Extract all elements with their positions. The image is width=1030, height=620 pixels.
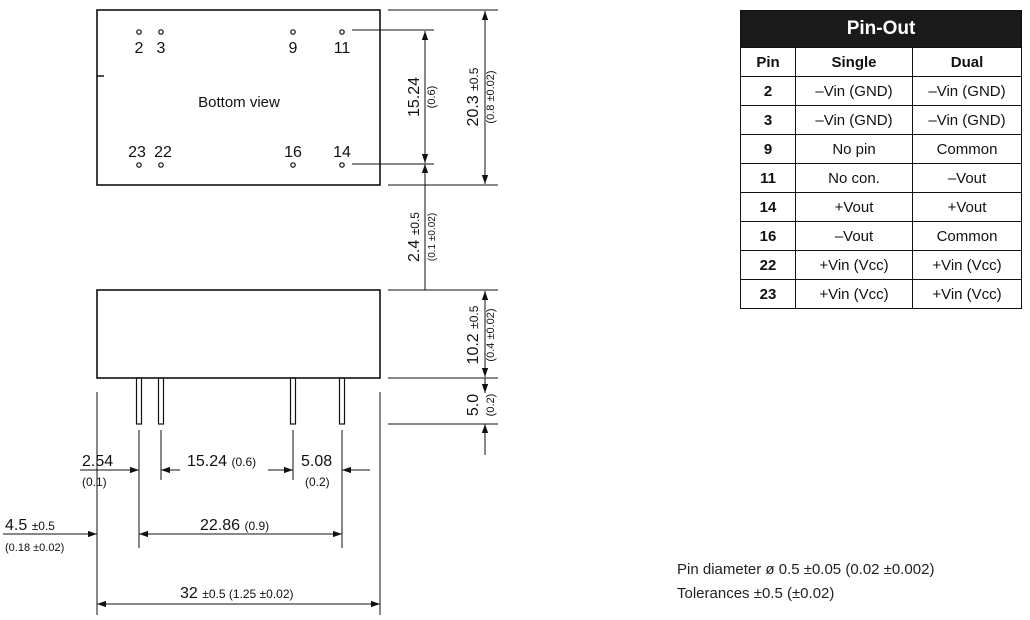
pin-hole: [136, 162, 142, 168]
pin-diameter-note: Pin diameter ø 0.5 ±0.05 (0.02 ±0.002): [677, 561, 935, 578]
single-cell: –Vin (GND): [795, 76, 913, 106]
pin-hole: [290, 29, 296, 35]
dim-value: 10.2 ±0.5: [465, 305, 482, 364]
dim-inch: (0.8 ±0.02): [485, 70, 497, 123]
dim-inch: (0.1): [82, 475, 107, 489]
dim-inch: (0.2): [485, 394, 497, 417]
pin-cell: 22: [740, 250, 796, 280]
dim-value: 20.3 ±0.5: [465, 67, 482, 126]
pin-hole: [158, 29, 164, 35]
pinout-table: Pin-Out Pin Single Dual 2–Vin (GND)–Vin …: [740, 10, 1022, 309]
pin-cell: 14: [740, 192, 796, 222]
dim-value: 2.54: [82, 453, 113, 470]
pin-cell: 3: [740, 105, 796, 135]
dim-inch: (0.4 ±0.02): [485, 308, 497, 361]
col-header-single: Single: [795, 47, 913, 77]
pin-lead: [157, 377, 165, 425]
pin-label: 22: [154, 144, 172, 161]
dim-inch: (0.18 ±0.02): [5, 542, 64, 554]
bottom-view-label: Bottom view: [198, 94, 280, 111]
pin-label: 9: [289, 40, 298, 57]
side-view-outline: [96, 289, 381, 379]
single-cell: No pin: [795, 134, 913, 164]
dim-value: 5.08: [301, 453, 332, 470]
single-cell: –Vin (GND): [795, 105, 913, 135]
dual-cell: –Vout: [912, 163, 1022, 193]
pin-hole: [339, 29, 345, 35]
pin-lead: [135, 377, 143, 425]
dim-value: 22.86 (0.9): [200, 517, 269, 534]
dual-cell: +Vin (Vcc): [912, 250, 1022, 280]
dual-cell: –Vin (GND): [912, 76, 1022, 106]
single-cell: +Vin (Vcc): [795, 250, 913, 280]
dim-inch: (0.1 ±0.02): [427, 213, 438, 261]
pin-label: 11: [334, 40, 351, 57]
table-row: 14+Vout+Vout: [740, 192, 1022, 222]
dual-cell: –Vin (GND): [912, 105, 1022, 135]
pin-label: 3: [157, 40, 166, 57]
dim-value: 15.24 (0.6): [187, 453, 256, 470]
table-row: 3–Vin (GND)–Vin (GND): [740, 105, 1022, 135]
pin-label: 16: [284, 144, 302, 161]
pin-cell: 23: [740, 279, 796, 309]
single-cell: +Vin (Vcc): [795, 279, 913, 309]
dual-cell: Common: [912, 134, 1022, 164]
single-cell: No con.: [795, 163, 913, 193]
pin-hole: [339, 162, 345, 168]
pin-cell: 2: [740, 76, 796, 106]
dim-value: 15.24: [406, 77, 423, 117]
dim-value: 2.4 ±0.5: [406, 212, 423, 262]
dim-inch: (0.6): [426, 86, 438, 109]
dim-value: 32 ±0.5 (1.25 ±0.02): [180, 585, 294, 602]
pin-cell: 16: [740, 221, 796, 251]
dim-value: 4.5 ±0.5: [5, 517, 55, 534]
pin-label: 14: [333, 144, 351, 161]
dual-cell: +Vout: [912, 192, 1022, 222]
table-row: 22+Vin (Vcc)+Vin (Vcc): [740, 250, 1022, 280]
pin-cell: 11: [740, 163, 796, 193]
dual-cell: +Vin (Vcc): [912, 279, 1022, 309]
pin-cell: 9: [740, 134, 796, 164]
pinout-title: Pin-Out: [740, 10, 1022, 48]
table-row: 23+Vin (Vcc)+Vin (Vcc): [740, 279, 1022, 309]
pin-label: 23: [128, 144, 146, 161]
pin-hole: [136, 29, 142, 35]
single-cell: +Vout: [795, 192, 913, 222]
pin-hole: [290, 162, 296, 168]
pin-hole: [158, 162, 164, 168]
dual-cell: Common: [912, 221, 1022, 251]
dim-inch: (0.2): [305, 475, 330, 489]
bottom-view-outline: [96, 9, 381, 186]
pin-lead: [338, 377, 346, 425]
dim-value: 5.0: [465, 394, 482, 416]
col-header-dual: Dual: [912, 47, 1022, 77]
single-cell: –Vout: [795, 221, 913, 251]
pin-lead: [289, 377, 297, 425]
col-header-pin: Pin: [740, 47, 796, 77]
table-row: 2–Vin (GND)–Vin (GND): [740, 76, 1022, 106]
notes: Pin diameter ø 0.5 ±0.05 (0.02 ±0.002) T…: [677, 558, 934, 606]
pin-label: 2: [135, 40, 144, 57]
tolerances-note: Tolerances ±0.5 (±0.02): [677, 585, 835, 602]
